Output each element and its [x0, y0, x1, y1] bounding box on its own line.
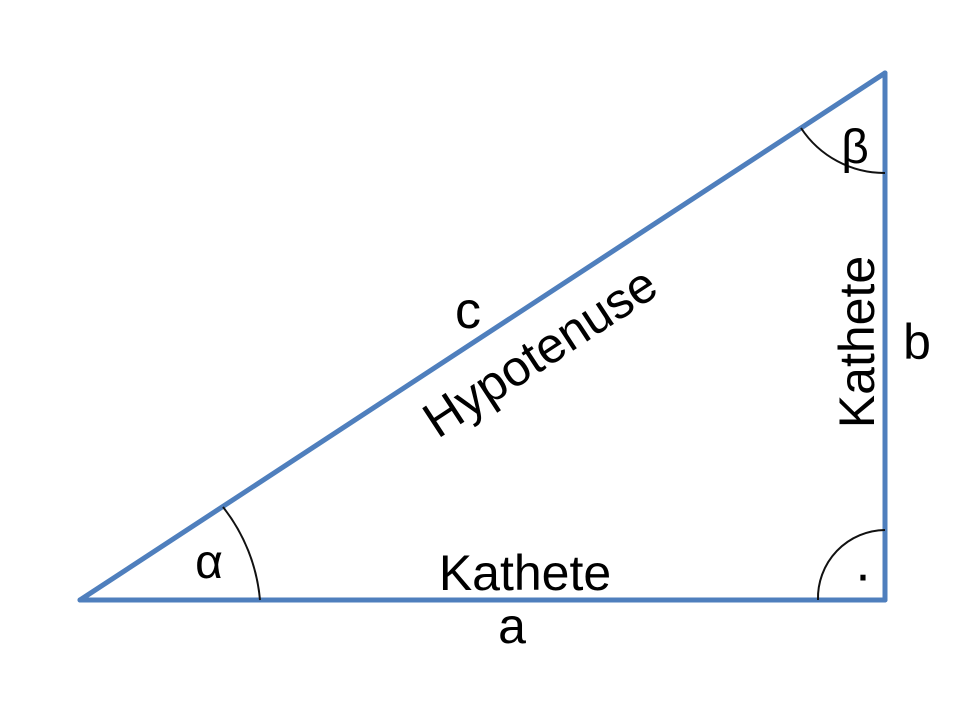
hypotenuse-letter-c: c — [455, 282, 481, 340]
bottom-leg-label: Kathete — [439, 545, 611, 601]
hypotenuse-line — [77, 70, 888, 603]
angle-alpha-label: α — [195, 536, 223, 589]
bottom-leg-letter-a: a — [498, 598, 526, 654]
angle-beta-label: β — [841, 121, 869, 174]
hypotenuse-label: Hypotenuse — [413, 256, 667, 449]
right-leg-letter-b: b — [903, 314, 931, 370]
right-angle-dot: · — [854, 544, 872, 604]
beta-angle-arc — [800, 127, 886, 175]
right-angle-arc — [816, 529, 886, 601]
alpha-angle-arc — [222, 506, 261, 601]
right-leg-label: Kathete — [829, 256, 885, 428]
